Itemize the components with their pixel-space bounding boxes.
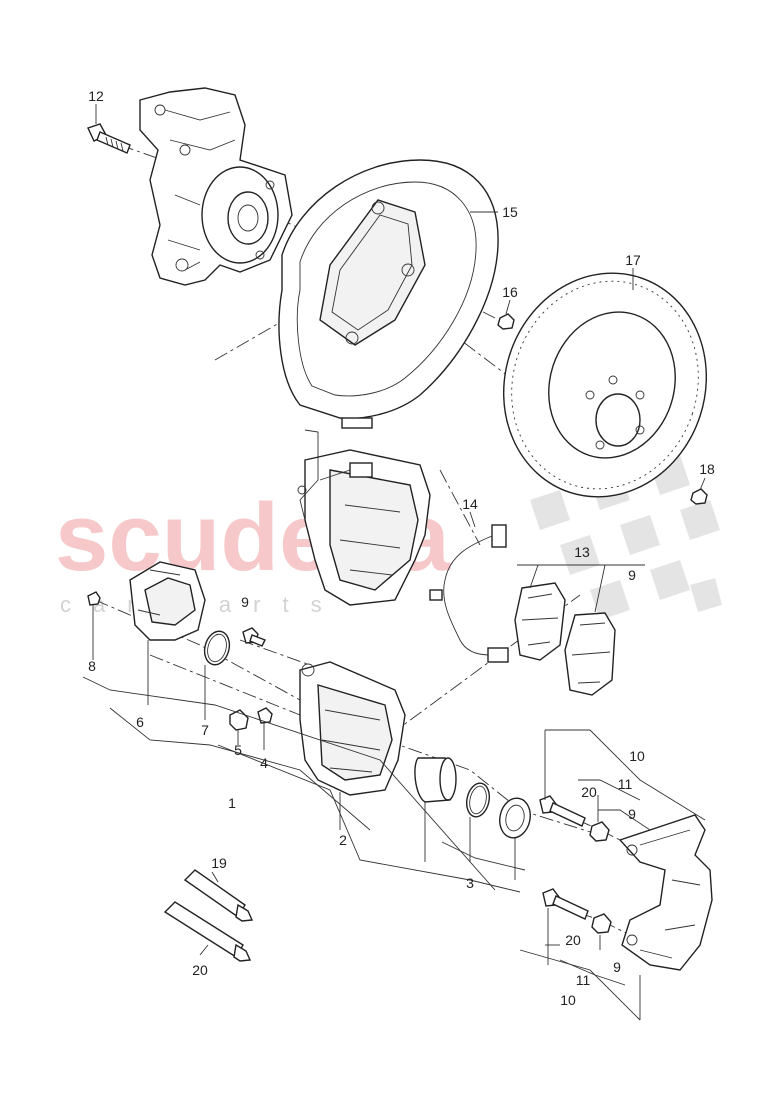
piston-3 [414, 757, 457, 803]
bolt-12 [87, 123, 131, 154]
screw-9-left [242, 627, 266, 647]
brake-disc-17 [502, 272, 708, 498]
label-16: 16 [502, 284, 518, 300]
brake-pad-9-upper [564, 612, 616, 696]
o-ring-7 [203, 630, 231, 666]
label-12: 12 [88, 88, 104, 104]
wear-sensor-14 [429, 524, 509, 663]
grease-tube-20 [163, 901, 252, 962]
part-labels: 12 15 16 17 18 14 13 9 9 8 6 7 5 4 1 2 3… [88, 88, 715, 1008]
label-9-pad: 9 [628, 567, 636, 583]
label-11-lower: 11 [576, 972, 591, 988]
label-20-lower: 20 [565, 932, 581, 948]
label-11-upper: 11 [618, 776, 633, 792]
label-20-tube: 20 [192, 962, 208, 978]
label-9-lower: 9 [613, 959, 621, 975]
wheel-hub-carrier [139, 87, 293, 286]
caliper-carrier [618, 814, 713, 971]
piston-seal-ring [465, 782, 491, 818]
parking-brake-motor-6 [129, 561, 206, 641]
brake-pad-13 [514, 582, 566, 661]
caliper-assembly-upper [297, 429, 431, 606]
leader-lines [82, 104, 706, 1021]
screw-16 [497, 313, 515, 330]
label-6: 6 [136, 714, 144, 730]
label-4: 4 [260, 755, 268, 771]
label-9-upper: 9 [628, 806, 636, 822]
dust-shield-15 [278, 159, 499, 429]
label-10-upper: 10 [629, 748, 645, 764]
bushing-lower [591, 913, 612, 934]
grease-tube-19 [183, 869, 254, 922]
label-17: 17 [625, 252, 641, 268]
label-15: 15 [502, 204, 518, 220]
label-9-screw: 9 [241, 594, 249, 610]
bleed-screw-4 [257, 707, 273, 724]
label-13: 13 [574, 544, 590, 560]
screw-18 [690, 488, 708, 505]
guide-bolt-upper [539, 795, 586, 827]
label-2: 2 [339, 832, 347, 848]
bleed-cap-5 [229, 709, 249, 731]
guide-bolt-lower [542, 888, 589, 920]
label-19: 19 [211, 855, 227, 871]
label-5: 5 [234, 742, 242, 758]
label-8: 8 [88, 658, 96, 674]
label-14: 14 [462, 496, 478, 512]
label-10-lower: 10 [560, 992, 576, 1008]
bushing-upper [589, 821, 610, 842]
label-7: 7 [201, 722, 209, 738]
dust-boot [499, 797, 531, 839]
label-1: 1 [228, 795, 236, 811]
label-3: 3 [466, 875, 474, 891]
label-20-upper: 20 [581, 784, 597, 800]
caliper-housing-2 [299, 661, 406, 796]
label-18: 18 [699, 461, 715, 477]
screw-8 [87, 591, 101, 655]
